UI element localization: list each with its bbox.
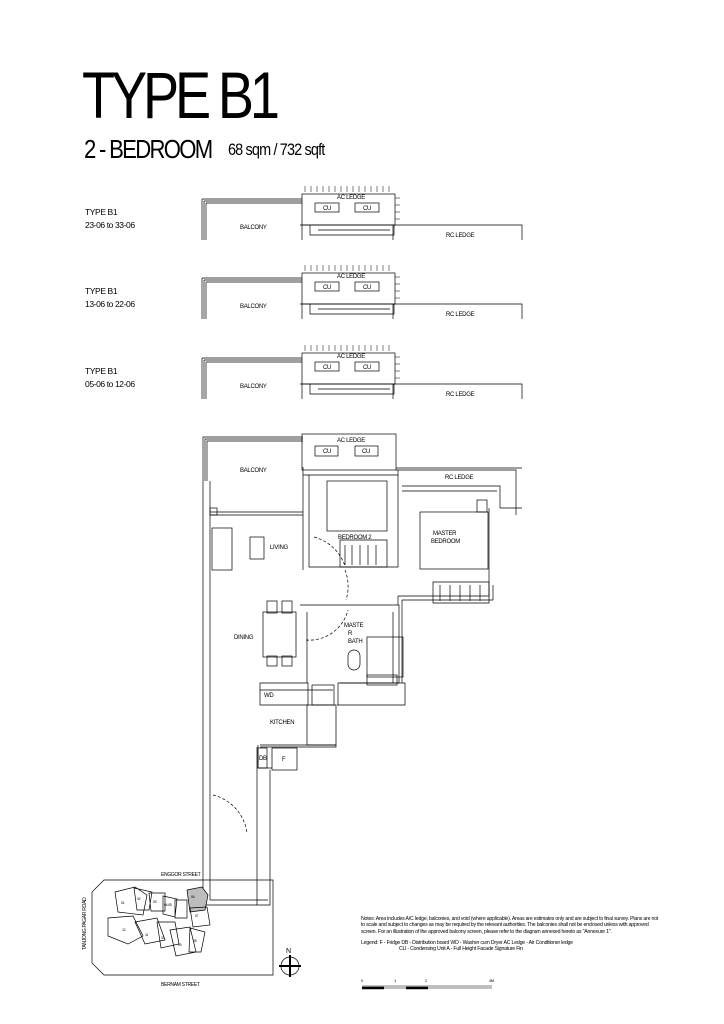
block-label: 11 bbox=[145, 933, 148, 937]
rc-ledge-label: RC LEDGE bbox=[445, 475, 474, 481]
master-bath-label: R bbox=[348, 631, 353, 637]
block-label: 07 bbox=[195, 914, 199, 918]
block-label: 12 bbox=[122, 928, 126, 932]
master-bath-label: BATH bbox=[348, 639, 362, 645]
notes-text: Notes: Area includes A/C ledge, balconie… bbox=[361, 916, 659, 935]
cu-label: CU bbox=[323, 449, 331, 455]
master-bedroom-label: BEDROOM bbox=[431, 539, 460, 545]
road-label-left: TANJONG PAGAR ROAD bbox=[82, 897, 88, 950]
scale-label: 0 bbox=[361, 978, 364, 983]
main-floor-plan bbox=[202, 433, 522, 906]
scale-label: 4M bbox=[489, 978, 494, 983]
kitchen-label: KITCHEN bbox=[270, 720, 294, 726]
key-plan-label-3: TYPE B1 05-06 to 12-06 bbox=[85, 365, 135, 391]
north-label: N bbox=[286, 948, 291, 955]
distribution-board-label: DB bbox=[259, 756, 267, 762]
block-label: 03 bbox=[153, 900, 157, 904]
cu-label: CU bbox=[323, 285, 331, 291]
ac-ledge-label: AC LEDGE bbox=[337, 195, 365, 201]
block-label: 04-05 bbox=[164, 903, 172, 907]
rc-ledge-label: RC LEDGE bbox=[446, 312, 475, 318]
site-key-plan bbox=[91, 879, 301, 977]
key-plan-range: 05-06 to 12-06 bbox=[85, 379, 135, 389]
ac-ledge-label: AC LEDGE bbox=[337, 274, 365, 280]
balcony-label: BALCONY bbox=[240, 225, 267, 231]
unit-area: 68 sqm / 732 sqft bbox=[228, 140, 325, 159]
legend: Legend: F - Fridge DB - Distribution boa… bbox=[361, 940, 661, 953]
legend-line: Legend: F - Fridge DB - Distribution boa… bbox=[361, 939, 573, 946]
key-plan-type: TYPE B1 bbox=[85, 366, 118, 376]
legend-line: CU - Condensing Unit A - Full Height Fac… bbox=[399, 946, 523, 953]
block-label: 10 bbox=[161, 936, 165, 940]
bedroom-count: 2 - BEDROOM bbox=[84, 134, 213, 164]
ac-ledge-label: AC LEDGE bbox=[337, 354, 365, 360]
fridge-label: F bbox=[282, 757, 286, 763]
washer-dryer-label: WD bbox=[264, 693, 274, 699]
balcony-label: BALCONY bbox=[240, 304, 267, 310]
street-label-bottom: BERNAM STREET bbox=[161, 982, 200, 988]
rc-ledge-label: RC LEDGE bbox=[446, 233, 475, 239]
key-plan-type: TYPE B1 bbox=[85, 207, 118, 217]
street-label-top: ENGGOR STREET bbox=[161, 872, 201, 878]
block-label: 09 bbox=[178, 943, 182, 947]
key-plan-range: 23-06 to 33-06 bbox=[85, 220, 135, 230]
dining-label: DINING bbox=[234, 635, 254, 641]
key-plan-type: TYPE B1 bbox=[85, 286, 118, 296]
key-plan-range: 13-06 to 22-06 bbox=[85, 299, 135, 309]
scale-label: 1 bbox=[394, 978, 397, 983]
cu-label: CU bbox=[363, 365, 371, 371]
cu-label: CU bbox=[323, 365, 331, 371]
bedroom-2-label: BEDROOM 2 bbox=[338, 535, 372, 541]
cu-label: CU bbox=[363, 285, 371, 291]
ac-ledge-label: AC LEDGE bbox=[337, 438, 365, 444]
living-label: LIVING bbox=[270, 545, 289, 551]
block-label: 08 bbox=[193, 939, 197, 943]
block-label: 06 bbox=[191, 895, 195, 899]
balcony-label: BALCONY bbox=[240, 384, 267, 390]
cu-label: CU bbox=[362, 449, 370, 455]
notes: Notes: Area includes A/C ledge, balconie… bbox=[361, 916, 661, 952]
scale-label: 2 bbox=[425, 978, 428, 983]
highlighted-block bbox=[186, 886, 209, 913]
master-bath-label: MASTE bbox=[344, 623, 363, 629]
scale-bar bbox=[362, 985, 492, 990]
block-label: 02 bbox=[137, 897, 141, 901]
rc-ledge-label: RC LEDGE bbox=[446, 392, 475, 398]
unit-type-title: TYPE B1 bbox=[82, 58, 280, 132]
cu-label: CU bbox=[323, 206, 331, 212]
balcony-label: BALCONY bbox=[240, 468, 267, 474]
key-plan-label-2: TYPE B1 13-06 to 22-06 bbox=[85, 285, 135, 311]
key-plan-label-1: TYPE B1 23-06 to 33-06 bbox=[85, 206, 135, 232]
master-bedroom-label: MASTER bbox=[433, 531, 457, 537]
cu-label: CU bbox=[363, 206, 371, 212]
block-label: 01 bbox=[121, 901, 125, 905]
